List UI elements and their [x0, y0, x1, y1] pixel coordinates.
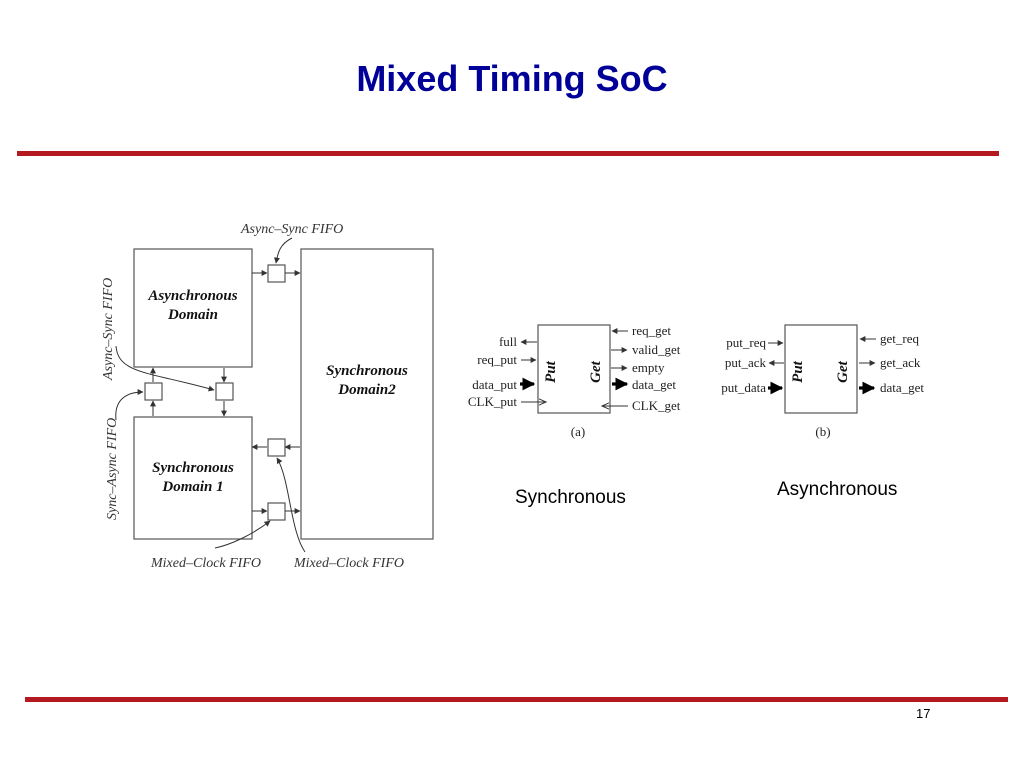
sync-domain1-label-line2: Domain 1: [161, 479, 223, 495]
signal-req-get: req_get: [632, 323, 671, 338]
async-get-label: Get: [835, 360, 851, 382]
signal-valid-get: valid_get: [632, 342, 681, 357]
async-domain-label-line2: Domain: [167, 307, 218, 323]
signal-clk-get: CLK_get: [632, 398, 681, 413]
synchronous-domain-2-block: [300, 248, 434, 540]
sync-domain2-label-line1: Synchronous: [326, 363, 408, 379]
async-put-label: Put: [790, 360, 806, 383]
signal-data-put: data_put: [472, 377, 517, 392]
asynchronous-domain-block: [133, 248, 253, 368]
sync-put-label: Put: [543, 360, 559, 383]
page-number: 17: [916, 706, 931, 721]
label-mixed-clock-fifo-1: Mixed–Clock FIFO: [150, 556, 261, 571]
signal-empty: empty: [632, 360, 665, 375]
asynchronous-fifo-interface: Put Get put_req put_ack put_data get_req…: [721, 324, 924, 439]
async-domain-label-line1: Asynchronous: [147, 288, 237, 304]
signal-get-ack: get_ack: [880, 355, 921, 370]
signal-put-req: put_req: [726, 335, 766, 350]
fifo-async-sync-top: [267, 264, 286, 283]
fifo-mixed-clock-upper: [267, 438, 286, 457]
sync-domain1-label-line1: Synchronous: [152, 460, 234, 476]
sync-fifo-block: [537, 324, 611, 414]
signal-put-ack: put_ack: [725, 355, 767, 370]
label-async-sync-fifo-side: Async–Sync FIFO: [101, 278, 116, 381]
fifo-async-sync-middle: [215, 382, 234, 401]
signal-data-get-async: data_get: [880, 380, 924, 395]
label-mixed-clock-fifo-2: Mixed–Clock FIFO: [293, 556, 404, 571]
signal-data-get: data_get: [632, 377, 676, 392]
async-fifo-block: [784, 324, 858, 414]
sync-domain2-label-line2: Domain2: [337, 382, 396, 398]
label-async-sync-fifo-top: Async–Sync FIFO: [240, 222, 343, 237]
mixed-timing-soc-diagram: Asynchronous Domain Synchronous Domain 1…: [101, 222, 434, 571]
signal-get-req: get_req: [880, 331, 919, 346]
label-sync-async-fifo-side: Sync–Async FIFO: [105, 418, 120, 520]
synchronous-fifo-interface: Put Get full req_put data_put CLK_put re…: [468, 323, 681, 439]
slide-title: Mixed Timing SoC: [356, 58, 668, 99]
signal-clk-put: CLK_put: [468, 394, 518, 409]
asynchronous-caption: Asynchronous: [777, 479, 898, 500]
sub-caption-a: (a): [571, 424, 585, 439]
sync-get-label: Get: [588, 360, 604, 382]
signal-full: full: [499, 334, 517, 349]
signal-put-data: put_data: [721, 380, 766, 395]
synchronous-domain-1-block: [133, 416, 253, 540]
sub-caption-b: (b): [815, 424, 830, 439]
fifo-sync-async-left: [144, 382, 163, 401]
fifo-mixed-clock-lower: [267, 502, 286, 521]
synchronous-caption: Synchronous: [515, 487, 626, 508]
signal-req-put: req_put: [477, 352, 517, 367]
top-divider: [17, 151, 999, 156]
bottom-divider: [25, 697, 1008, 702]
